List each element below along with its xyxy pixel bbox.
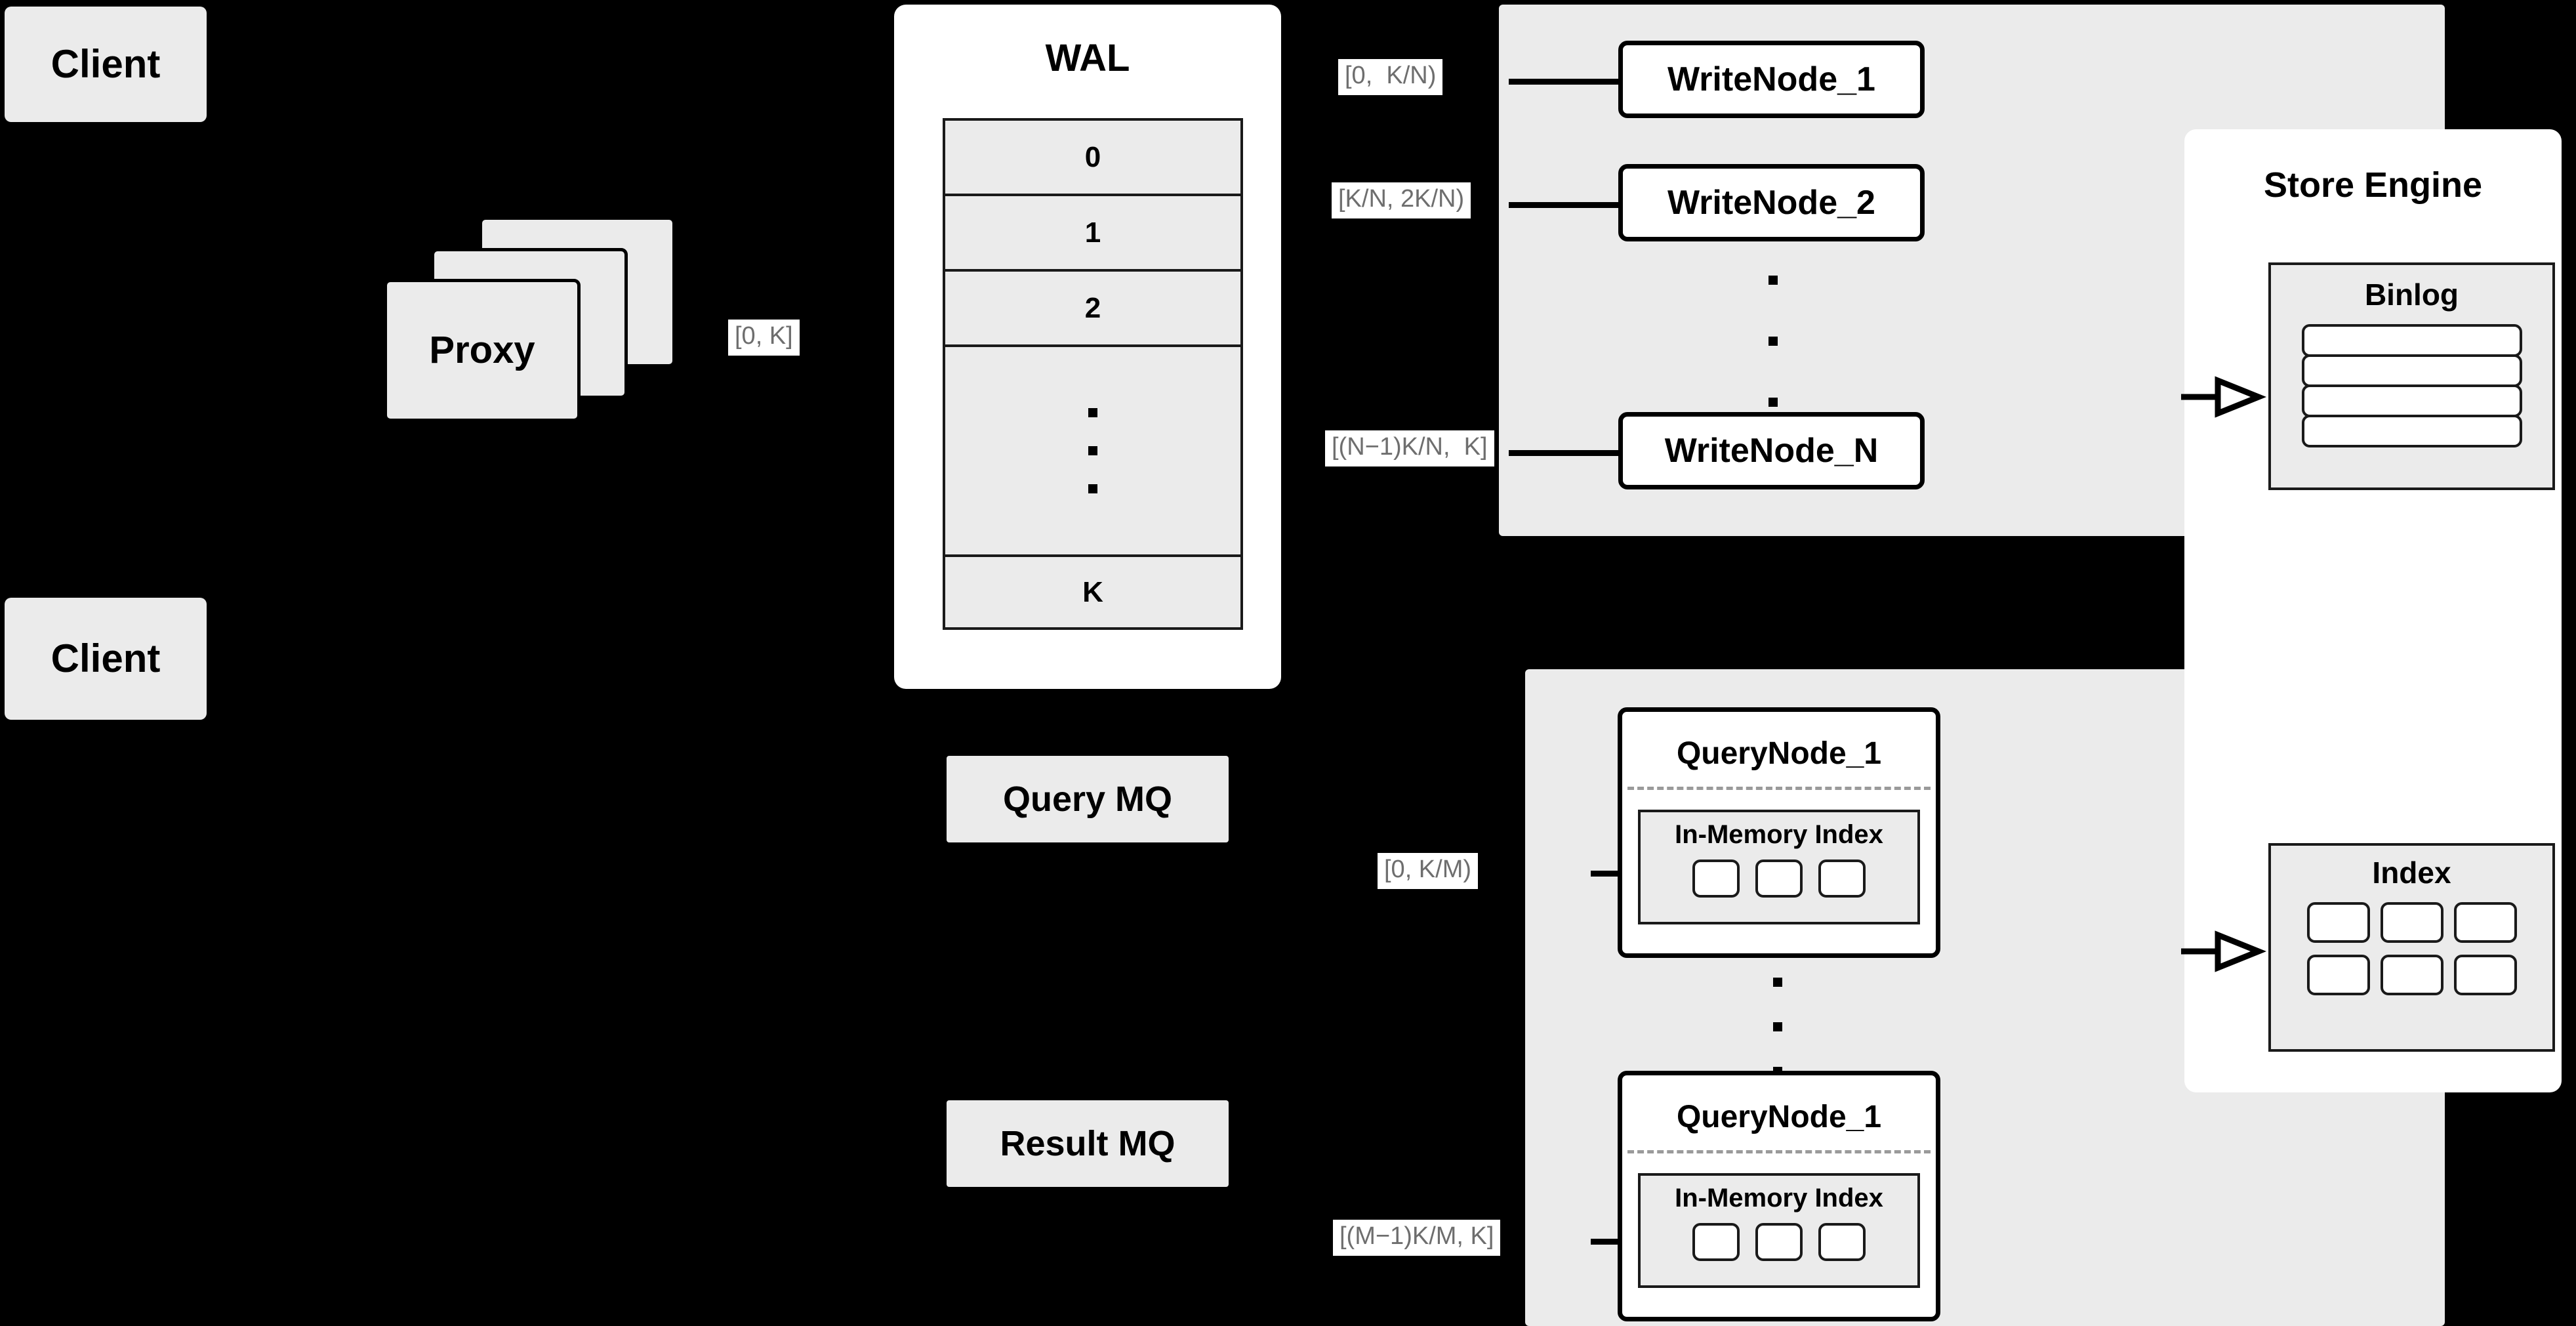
inmemory-cell[interactable] <box>1755 1223 1803 1261</box>
inmemory-cell[interactable] <box>1755 860 1803 898</box>
proxy-box[interactable]: Proxy <box>384 279 581 422</box>
proxy-range-label: [0, K] <box>728 320 800 356</box>
inmemory-cell[interactable] <box>1818 1223 1866 1261</box>
query-node-2-separator <box>1627 1150 1931 1153</box>
query-node-2-inmemory-index[interactable]: In-Memory Index <box>1638 1173 1920 1288</box>
write-node-1-arrow-line <box>1509 79 1627 85</box>
query-node-2-box[interactable]: QueryNode_1 In-Memory Index <box>1618 1071 1940 1321</box>
inmemory-cell[interactable] <box>1692 860 1740 898</box>
wal-row-1[interactable]: 1 <box>943 194 1243 269</box>
wal-ellipsis-dots <box>1088 408 1097 493</box>
write-node-1-label: WriteNode_1 <box>1667 60 1875 98</box>
proxy-stack[interactable]: Proxy <box>384 217 679 433</box>
index-cell[interactable] <box>2380 955 2443 995</box>
query-node-2-label: QueryNode_1 <box>1676 1100 1882 1134</box>
query-cluster-ellipsis-dots <box>1771 978 1784 1076</box>
query-mq-box[interactable]: Query MQ <box>947 756 1229 842</box>
index-cell[interactable] <box>2306 955 2370 995</box>
binlog-row[interactable] <box>2301 324 2522 357</box>
index-title: Index <box>2372 856 2451 890</box>
binlog-inflow-arrow-icon <box>2181 376 2266 418</box>
query-node-1-inmemory-index[interactable]: In-Memory Index <box>1638 810 1920 924</box>
query-node-1-range-label: [0, K/M) <box>1378 853 1479 889</box>
query-node-2-range-label: [(M−1)K/M, K] <box>1333 1220 1501 1256</box>
wal-row-k[interactable]: K <box>943 554 1243 630</box>
client-label-2: Client <box>51 636 161 680</box>
binlog-box[interactable]: Binlog <box>2268 262 2555 490</box>
write-node-2-arrow-line <box>1509 202 1627 208</box>
write-node-n-range-label: [(N−1)K/N, K] <box>1325 430 1494 466</box>
store-engine-title: Store Engine <box>2263 165 2483 205</box>
wal-title: WAL <box>1045 37 1130 79</box>
binlog-row[interactable] <box>2301 354 2522 387</box>
inmemory-cell[interactable] <box>1818 860 1866 898</box>
write-node-n-label: WriteNode_N <box>1664 432 1879 470</box>
write-node-1-range-label: [0, K/N) <box>1338 59 1443 95</box>
result-mq-label: Result MQ <box>1000 1124 1176 1163</box>
wal-row-ellipsis <box>943 344 1243 554</box>
index-cell[interactable] <box>2453 955 2517 995</box>
write-node-n-arrow-line <box>1509 450 1627 456</box>
index-inflow-arrow-icon <box>2181 930 2266 972</box>
write-node-2-range-label: [K/N, 2K/N) <box>1332 182 1471 218</box>
binlog-row[interactable] <box>2301 415 2522 447</box>
write-node-1-box[interactable]: WriteNode_1 <box>1618 41 1925 118</box>
write-node-2-box[interactable]: WriteNode_2 <box>1618 164 1925 241</box>
query-mq-label: Query MQ <box>1002 779 1173 819</box>
wal-rows: 0 1 2 K <box>943 118 1243 630</box>
query-node-1-box[interactable]: QueryNode_1 In-Memory Index <box>1618 707 1940 958</box>
write-node-2-label: WriteNode_2 <box>1667 184 1875 222</box>
wal-row-2[interactable]: 2 <box>943 269 1243 344</box>
client-box-1[interactable]: Client <box>5 7 207 122</box>
wal-row-0[interactable]: 0 <box>943 118 1243 194</box>
write-node-n-box[interactable]: WriteNode_N <box>1618 412 1925 489</box>
client-box-2[interactable]: Client <box>5 598 207 720</box>
inmemory-cell[interactable] <box>1692 1223 1740 1261</box>
query-node-2-inmemory-index-title: In-Memory Index <box>1675 1184 1883 1212</box>
query-node-1-inmemory-index-title: In-Memory Index <box>1675 820 1883 849</box>
result-mq-box[interactable]: Result MQ <box>947 1100 1229 1187</box>
index-cell[interactable] <box>2306 902 2370 943</box>
index-box[interactable]: Index <box>2268 843 2555 1052</box>
query-node-1-separator <box>1627 787 1931 790</box>
index-cell[interactable] <box>2380 902 2443 943</box>
binlog-title: Binlog <box>2364 278 2459 312</box>
query-node-1-label: QueryNode_1 <box>1676 736 1882 771</box>
proxy-label: Proxy <box>429 329 535 371</box>
client-label-1: Client <box>51 42 161 86</box>
write-cluster-ellipsis-dots <box>1767 276 1780 407</box>
binlog-row[interactable] <box>2301 384 2522 417</box>
index-cell[interactable] <box>2453 902 2517 943</box>
